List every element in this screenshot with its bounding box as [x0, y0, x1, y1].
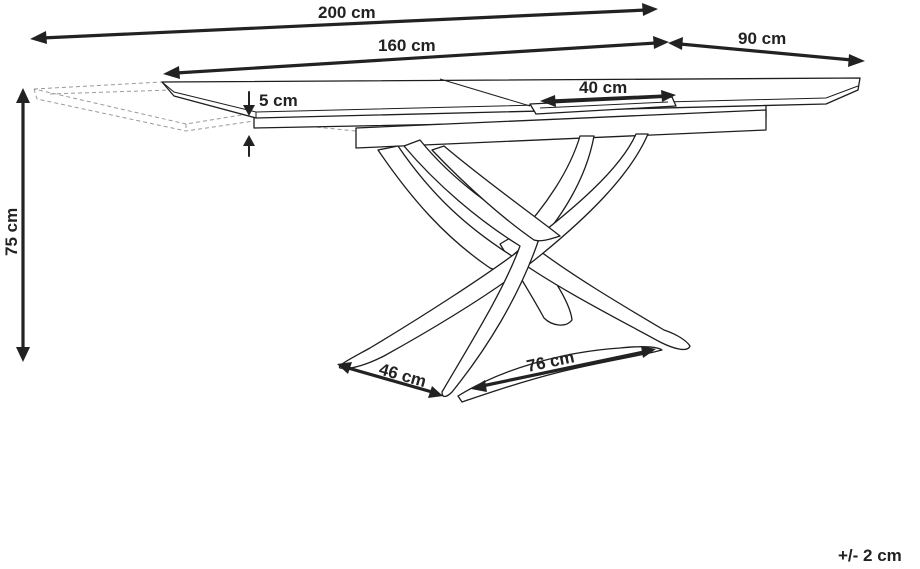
table-legs [338, 133, 691, 403]
base-width-label: 46 cm [377, 360, 429, 392]
dimension-depth: 90 cm [668, 29, 865, 67]
dimension-height: 75 cm [2, 88, 30, 362]
tolerance-note: +/- 2 cm [838, 546, 902, 565]
depth-label: 90 cm [738, 29, 786, 48]
extension-leaf-outline [33, 81, 357, 132]
dimension-total-length: 200 cm [30, 3, 658, 44]
total-length-label: 200 cm [318, 3, 376, 22]
dimension-top-length: 160 cm [163, 36, 669, 79]
thickness-label: 5 cm [259, 91, 298, 110]
height-label: 75 cm [2, 208, 21, 256]
dimension-thickness: 5 cm [243, 91, 298, 157]
extension-label: 40 cm [579, 78, 627, 97]
table-top [161, 77, 861, 149]
dimension-extension: 40 cm [540, 78, 676, 107]
top-length-label: 160 cm [378, 36, 436, 55]
